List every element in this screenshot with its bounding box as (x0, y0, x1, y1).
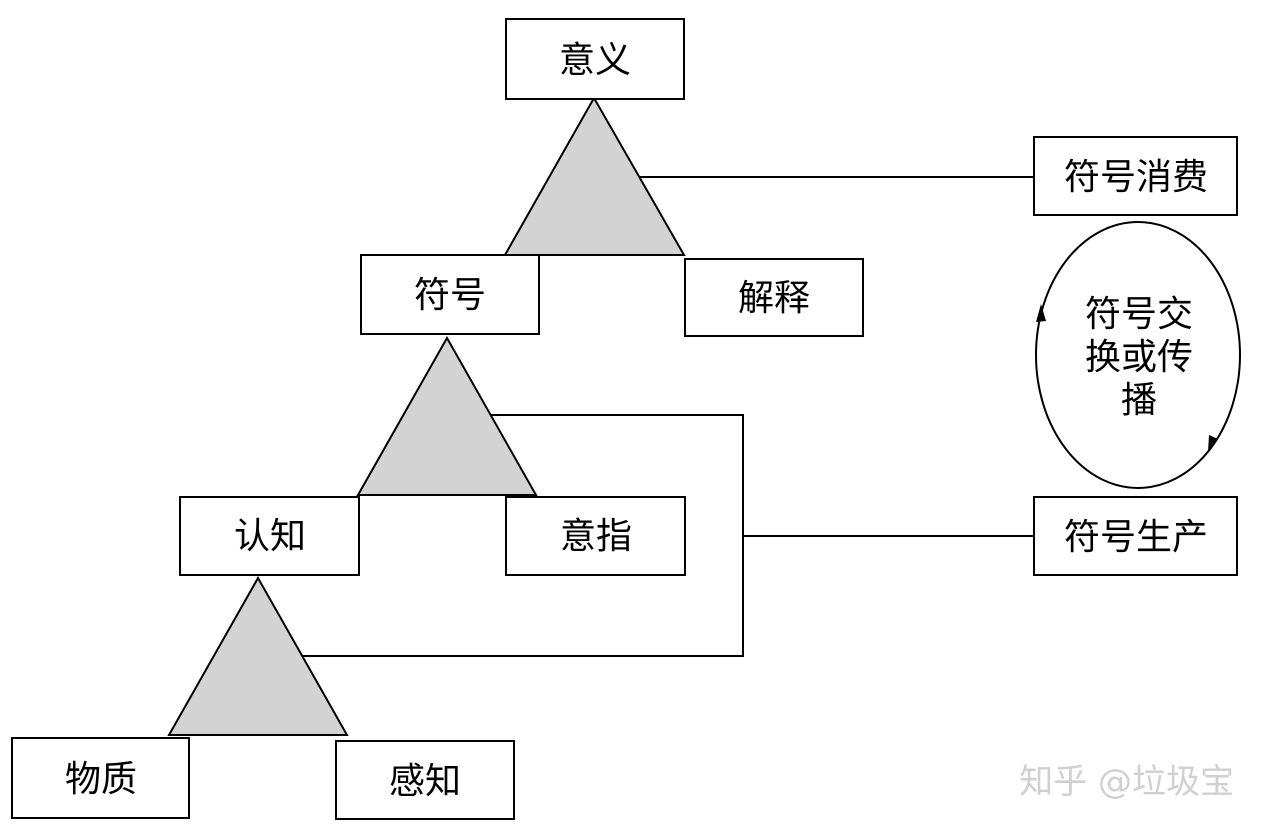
node-sign-label: 符号 (414, 275, 486, 316)
node-meaning-label: 意义 (559, 40, 631, 81)
cycle-label-line3: 播 (1121, 380, 1157, 421)
node-sign: 符号 (360, 254, 540, 335)
cycle-arrow-up-icon (1036, 304, 1046, 322)
node-cognition-label: 认知 (234, 516, 306, 557)
triangle-sign (356, 335, 538, 496)
exchange-cycle: 符号交 换或传 播 (1035, 221, 1241, 489)
cycle-label-line1: 符号交 (1085, 294, 1193, 335)
cycle-label-line2: 换或传 (1085, 337, 1193, 378)
node-perception: 感知 (335, 740, 515, 820)
node-signification: 意指 (505, 496, 686, 576)
node-cognition: 认知 (179, 496, 360, 576)
node-perception-label: 感知 (389, 761, 461, 802)
node-matter: 物质 (11, 737, 190, 819)
node-interpretation: 解释 (684, 258, 864, 337)
triangle-meaning (503, 95, 686, 256)
node-sign-production: 符号生产 (1033, 496, 1238, 576)
node-sign-consumption-label: 符号消费 (1064, 157, 1208, 198)
node-matter-label: 物质 (65, 759, 137, 800)
node-meaning: 意义 (505, 18, 685, 100)
node-interpretation-label: 解释 (738, 278, 810, 319)
node-signification-label: 意指 (560, 516, 632, 557)
node-sign-consumption: 符号消费 (1033, 136, 1238, 216)
cycle-arrow-down-icon (1208, 435, 1218, 452)
watermark: 知乎 @垃圾宝 (1019, 762, 1234, 802)
triangle-cognition (167, 575, 349, 736)
cycle-ellipse (1035, 221, 1241, 489)
node-sign-production-label: 符号生产 (1064, 517, 1208, 558)
